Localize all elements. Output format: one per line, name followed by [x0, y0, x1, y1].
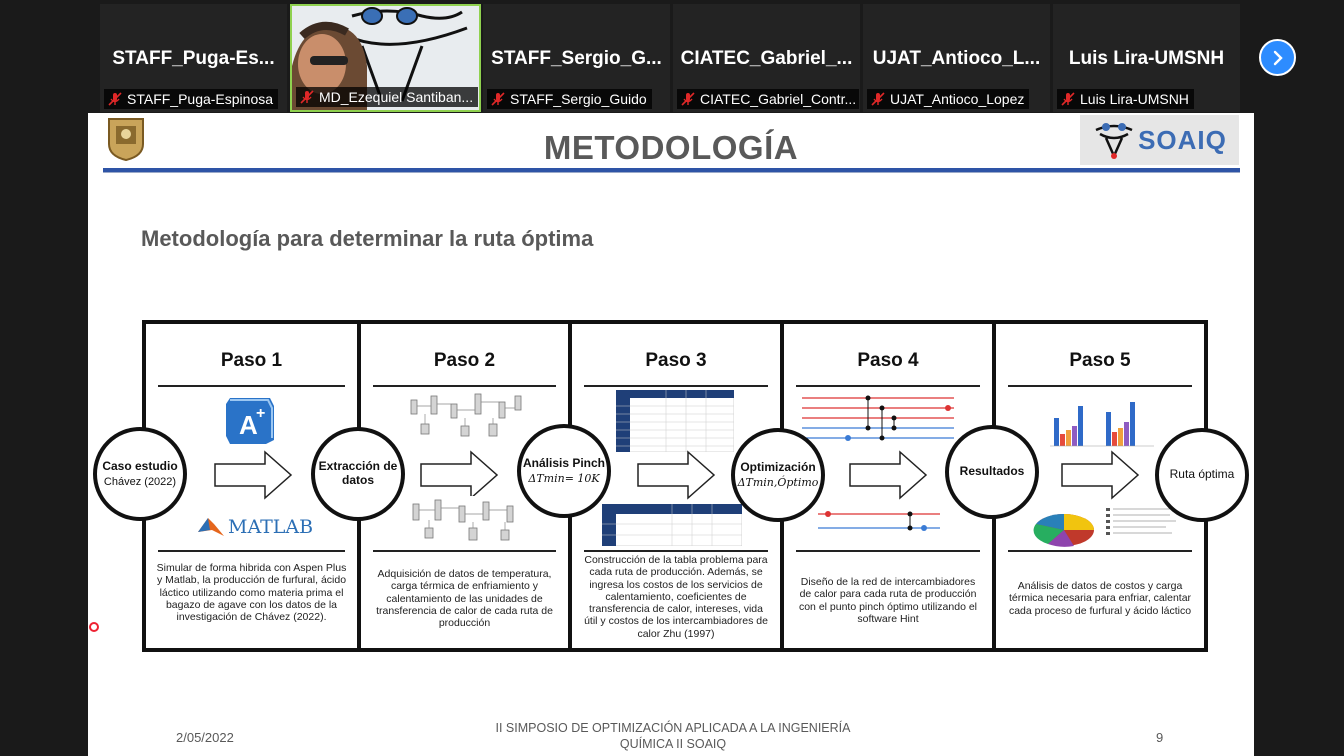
- participant-display-name: CIATEC_Gabriel_...: [673, 48, 860, 70]
- stage-circle-title: Ruta óptima: [1170, 468, 1235, 482]
- participant-caption-text: Luis Lira-UMSNH: [1080, 89, 1189, 109]
- participant-caption: UJAT_Antioco_Lopez: [867, 89, 1029, 109]
- participant-caption: STAFF_Sergio_Guido: [487, 89, 652, 109]
- step-title: Paso 1: [146, 350, 357, 372]
- cost-table-thumbnail: [602, 504, 742, 546]
- step-title: Paso 4: [784, 350, 992, 372]
- stage-circle-title: Resultados: [960, 465, 1025, 479]
- flow-arrow-icon: [848, 450, 928, 500]
- participant-caption: Luis Lira-UMSNH: [1057, 89, 1194, 109]
- divider: [1008, 385, 1192, 387]
- stage-circle: Extracción de datos: [311, 427, 405, 521]
- heat-exchanger-network-thumbnail: [814, 504, 944, 542]
- divider: [796, 550, 980, 552]
- muted-mic-icon: [299, 89, 315, 105]
- soaiq-logo-text: SOAIQ: [1138, 125, 1227, 156]
- participant-display-name: Luis Lira-UMSNH: [1053, 48, 1240, 70]
- participant-tile[interactable]: CIATEC_Gabriel_... CIATEC_Gabriel_Contr.…: [673, 4, 860, 112]
- step-title: Paso 2: [361, 350, 568, 372]
- participant-caption-text: UJAT_Antioco_Lopez: [890, 89, 1024, 109]
- participant-caption: STAFF_Puga-Espinosa: [104, 89, 278, 109]
- participant-caption: CIATEC_Gabriel_Contr...: [677, 89, 859, 109]
- muted-mic-icon: [1060, 91, 1076, 107]
- laser-pointer-indicator: [89, 622, 99, 632]
- divider: [158, 385, 345, 387]
- participant-caption-text: CIATEC_Gabriel_Contr...: [700, 89, 856, 109]
- title-divider: [103, 168, 1240, 173]
- step-description: Análisis de datos de costos y carga térm…: [1006, 580, 1194, 617]
- process-flowsheet-thumbnail: [405, 496, 531, 548]
- flow-arrow-icon: [213, 450, 293, 500]
- step-description: Construcción de la tabla problema para c…: [582, 554, 770, 640]
- stage-circle: Caso estudio Chávez (2022): [93, 427, 187, 521]
- divider: [796, 385, 980, 387]
- divider: [158, 550, 345, 552]
- step-title: Paso 3: [572, 350, 780, 372]
- process-flowsheet-thumbnail: [405, 390, 531, 448]
- chevron-right-icon: [1270, 50, 1286, 66]
- flow-arrow-icon: [419, 450, 499, 500]
- participant-display-name: UJAT_Antioco_L...: [863, 48, 1050, 70]
- matlab-logo-text: MATLAB: [228, 516, 313, 538]
- muted-mic-icon: [490, 91, 506, 107]
- matlab-logo: MATLAB: [196, 514, 313, 540]
- step-description: Adquisición de datos de temperatura, car…: [371, 568, 558, 629]
- footer-page-number: 9: [1156, 730, 1163, 745]
- slide-subtitle: Metodología para determinar la ruta ópti…: [141, 226, 593, 252]
- footer-event-title: II SIMPOSIO DE OPTIMIZACIÓN APLICADA A L…: [493, 721, 853, 752]
- stage-circle-title: Caso estudio: [102, 460, 177, 474]
- divider: [584, 550, 768, 552]
- participant-tile[interactable]: STAFF_Sergio_G... STAFF_Sergio_Guido: [483, 4, 670, 112]
- participant-strip: STAFF_Puga-Es... STAFF_Puga-Espinosa MD: [100, 4, 1250, 112]
- stage-circle: Análisis Pinch ΔTmin= 10K: [517, 424, 611, 518]
- flow-arrow-icon: [1060, 450, 1140, 500]
- stage-circle: Optimización ΔTmin,Óptimo: [731, 428, 825, 522]
- participant-tile[interactable]: UJAT_Antioco_L... UJAT_Antioco_Lopez: [863, 4, 1050, 112]
- matlab-membrane-icon: [196, 514, 226, 540]
- stage-circle-subtitle: Chávez (2022): [104, 476, 176, 488]
- participant-tile[interactable]: STAFF_Puga-Es... STAFF_Puga-Espinosa: [100, 4, 287, 112]
- soaiq-emblem-icon: [1092, 120, 1136, 160]
- stage-circle-title: Optimización: [740, 461, 815, 475]
- muted-mic-icon: [107, 91, 123, 107]
- participant-caption-text: STAFF_Sergio_Guido: [510, 89, 647, 109]
- divider: [373, 385, 556, 387]
- participant-tile-video[interactable]: MD_Ezequiel Santiban...: [290, 4, 481, 112]
- participant-caption-text: STAFF_Puga-Espinosa: [127, 89, 273, 109]
- methodology-flow: Paso 1 A + MATLAB Simular de forma hibri…: [142, 320, 1208, 652]
- pie-chart-thumbnail: [1030, 500, 1180, 550]
- flow-arrow-icon: [636, 450, 716, 500]
- participant-caption: MD_Ezequiel Santiban...: [296, 87, 478, 107]
- stage-circle-subtitle: ΔTmin= 10K: [528, 472, 599, 485]
- stage-circle-title: Análisis Pinch: [523, 457, 605, 471]
- heat-exchanger-network-thumbnail: [798, 390, 958, 448]
- svg-text:+: +: [256, 405, 265, 422]
- aspen-plus-logo-icon: A +: [224, 396, 276, 446]
- stage-circle: Ruta óptima: [1155, 428, 1249, 522]
- step-title: Paso 5: [996, 350, 1204, 372]
- divider: [584, 385, 768, 387]
- muted-mic-icon: [680, 91, 696, 107]
- bar-chart-thumbnail: [1046, 392, 1158, 450]
- muted-mic-icon: [870, 91, 886, 107]
- next-participants-button[interactable]: [1259, 39, 1296, 76]
- footer-date: 2/05/2022: [176, 730, 234, 745]
- problem-table-thumbnail: [616, 390, 734, 452]
- step-description: Diseño de la red de intercambiadores de …: [794, 576, 982, 625]
- stage-circle: Resultados: [945, 425, 1039, 519]
- step-description: Simular de forma hibrida con Aspen Plus …: [156, 562, 347, 623]
- divider: [373, 550, 556, 552]
- shared-slide: METODOLOGÍA SOAIQ Metodología para deter…: [88, 113, 1254, 756]
- soaiq-logo: SOAIQ: [1080, 115, 1239, 165]
- participant-tile[interactable]: Luis Lira-UMSNH Luis Lira-UMSNH: [1053, 4, 1240, 112]
- stage-circle-title: Extracción de datos: [315, 460, 401, 488]
- participant-display-name: STAFF_Sergio_G...: [483, 48, 670, 70]
- stage-circle-subtitle: ΔTmin,Óptimo: [738, 476, 819, 489]
- participant-display-name: STAFF_Puga-Es...: [100, 48, 287, 70]
- participant-caption-text: MD_Ezequiel Santiban...: [319, 87, 473, 107]
- divider: [1008, 550, 1192, 552]
